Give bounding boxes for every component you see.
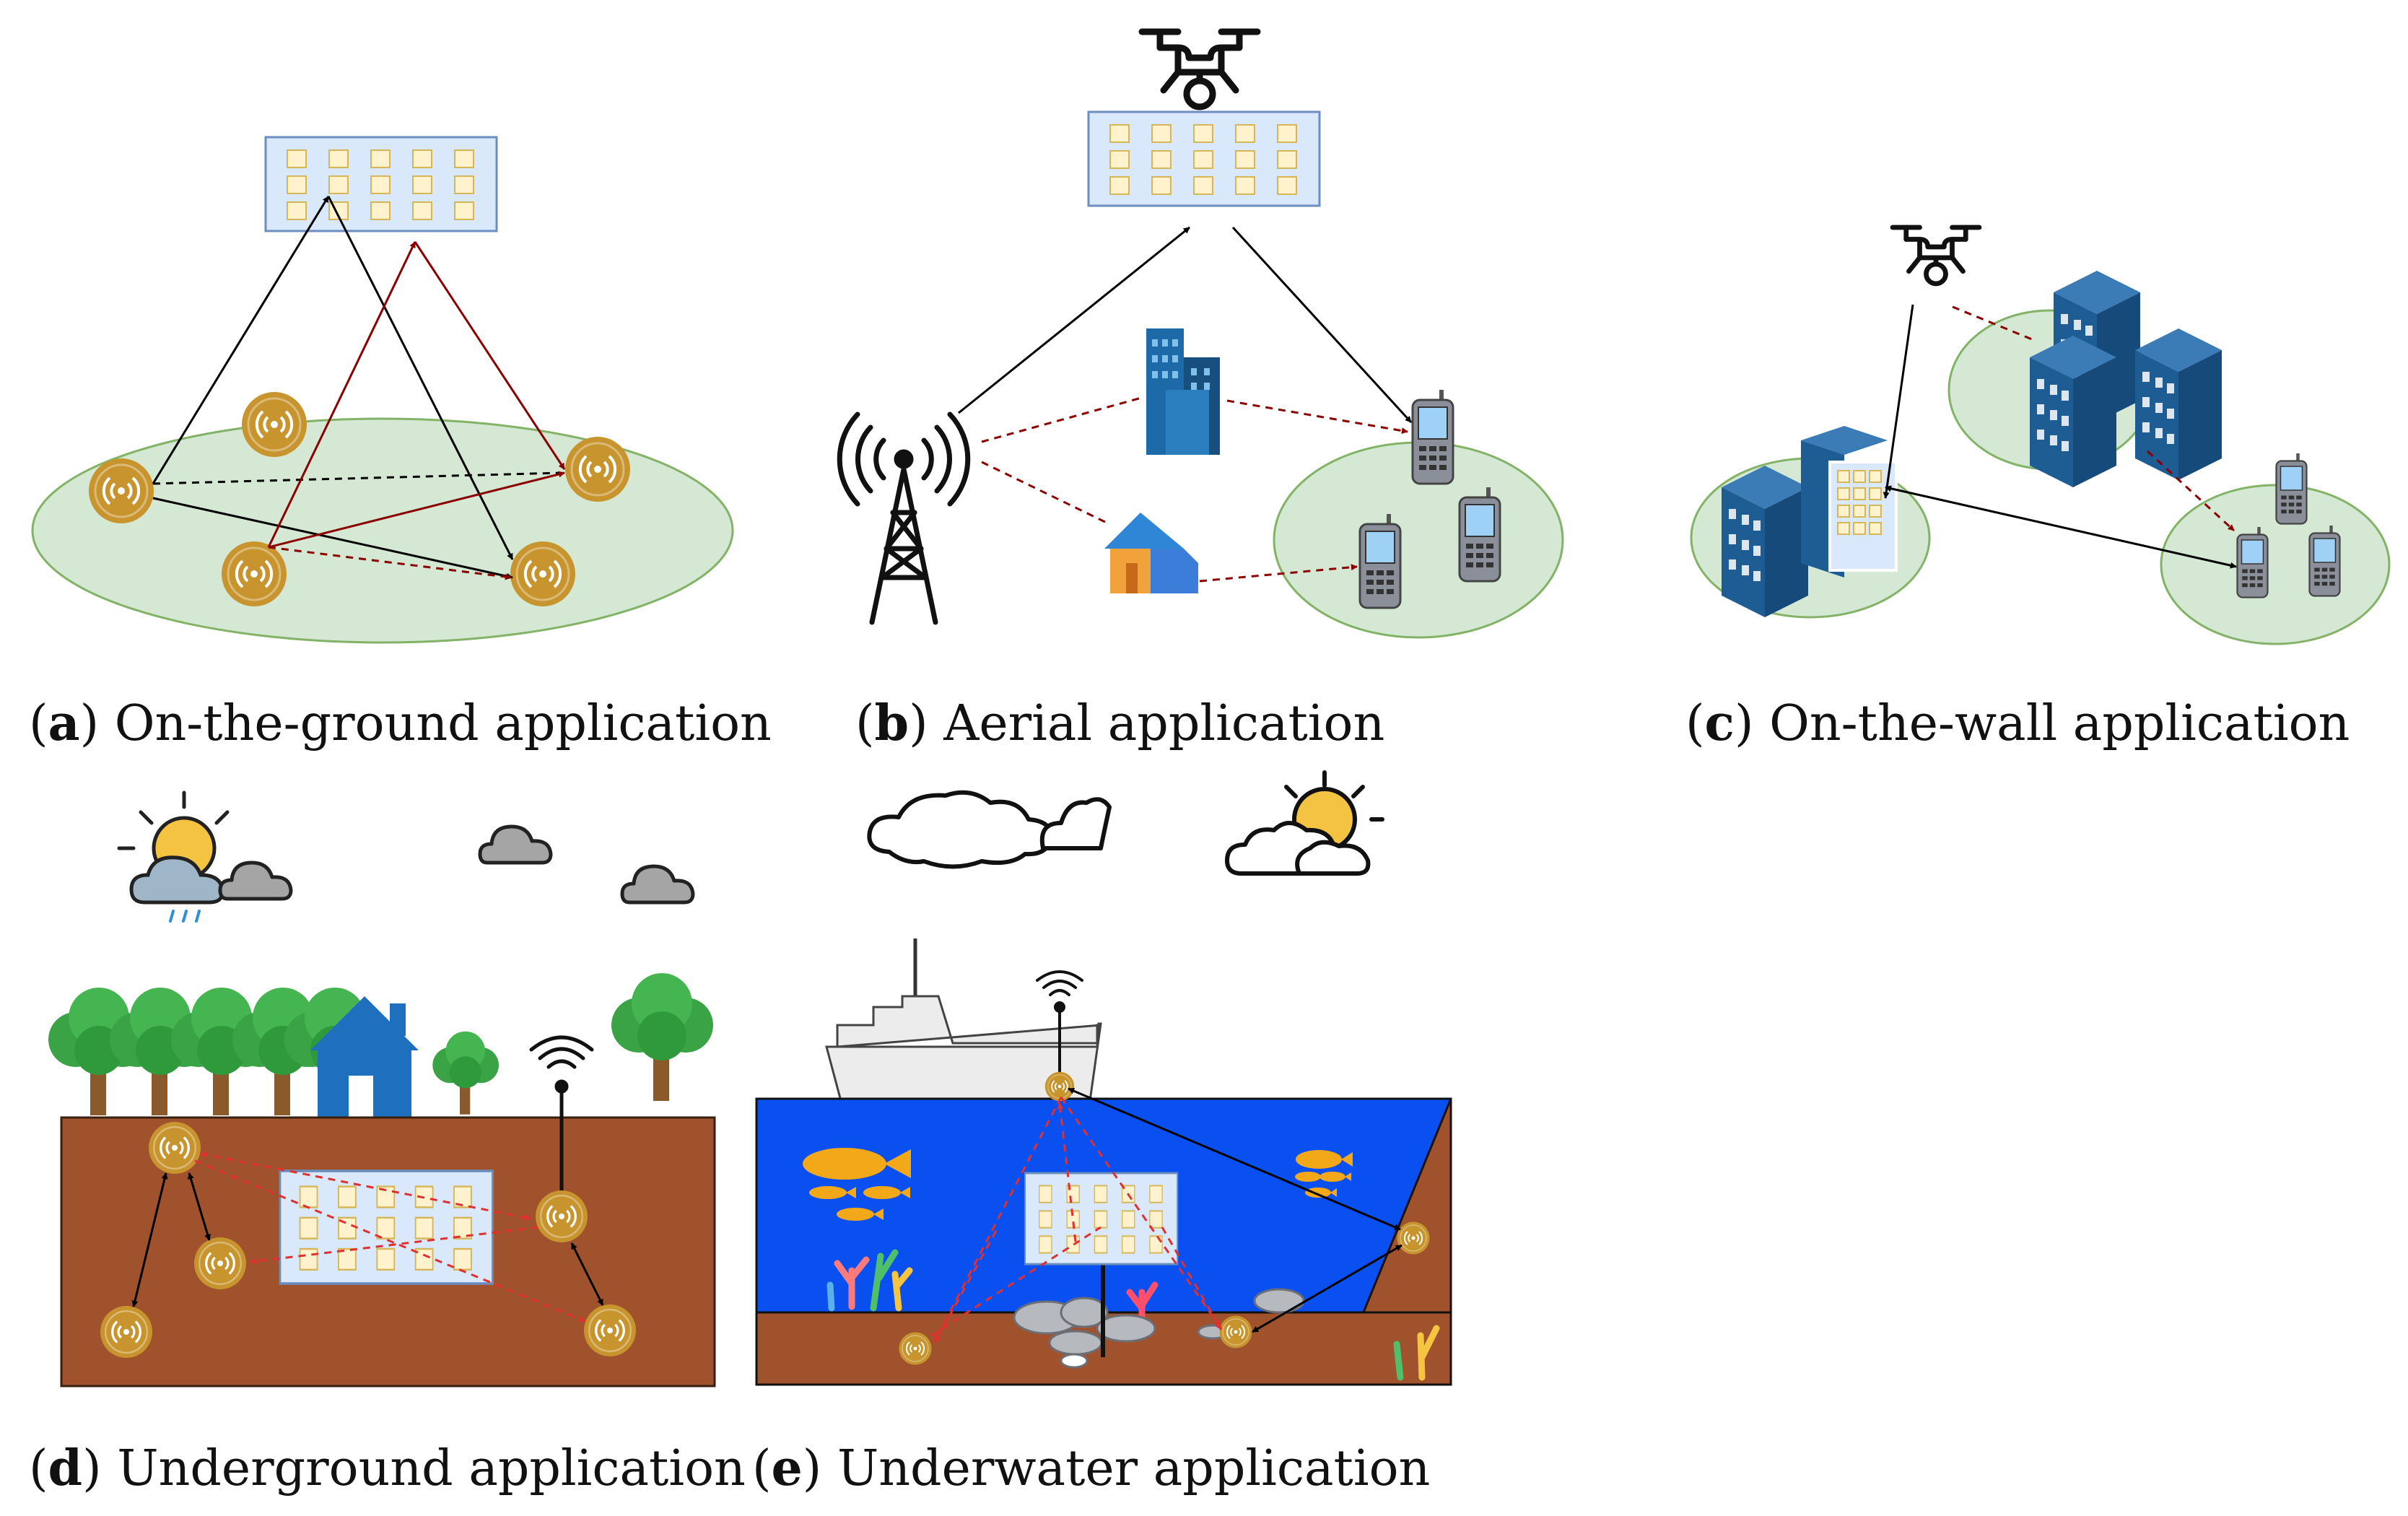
- sun-cloud-icon: [1225, 770, 1384, 876]
- ris-panel-icon: [1024, 1172, 1179, 1265]
- caption-b-text: Aerial application: [943, 695, 1385, 752]
- sensor-icon: [898, 1331, 933, 1366]
- sensor-icon: [1218, 1315, 1253, 1349]
- mobile-phone-icon: [2310, 526, 2340, 596]
- panel-e-underwater: [755, 770, 1452, 1386]
- tree-icon: [432, 1031, 499, 1115]
- caption-c-letter: c: [1704, 694, 1735, 752]
- building-icon: [1722, 466, 1808, 617]
- drone-icon: [1893, 227, 1979, 284]
- house-icon: [1104, 513, 1198, 593]
- cloud-icon: [622, 866, 693, 902]
- coverage-area: [2160, 484, 2391, 645]
- panel-c-on-the-wall: [1690, 227, 2391, 645]
- sensor-icon: [147, 1120, 202, 1175]
- cloud-icon: [1039, 797, 1112, 850]
- mobile-phone-icon: [2238, 527, 2268, 598]
- sensor-icon: [509, 540, 577, 608]
- panel-d-underground: [48, 790, 716, 1388]
- caption-a-letter: a: [48, 694, 80, 752]
- sensor-icon: [87, 457, 155, 525]
- mobile-phone-icon: [1360, 514, 1400, 608]
- sensor-icon: [240, 391, 308, 458]
- ris-panel-icon: [1087, 110, 1321, 207]
- sensor-icon: [583, 1303, 637, 1358]
- mobile-phone-icon: [1460, 487, 1500, 581]
- sensor-icon: [564, 435, 632, 503]
- sensor-icon: [1044, 1071, 1076, 1102]
- sensor-icon: [534, 1189, 589, 1244]
- caption-d: (d) Underground application: [29, 1439, 746, 1497]
- sensor-icon: [193, 1236, 248, 1291]
- caption-b: (b) Aerial application: [855, 694, 1385, 752]
- building-icon: [1146, 328, 1220, 455]
- coral-icon: [826, 1249, 1440, 1381]
- drone-icon: [1142, 32, 1257, 107]
- mobile-phone-icon: [1413, 390, 1453, 484]
- cell-tower-icon: [837, 411, 971, 625]
- ris-panel-icon: [264, 136, 498, 232]
- caption-a-text: On-the-ground application: [114, 695, 772, 752]
- ris-panel-icon: [279, 1169, 494, 1285]
- panel-b-aerial: [837, 32, 1564, 639]
- caption-c: (c) On-the-wall application: [1685, 694, 2350, 752]
- house-icon: [310, 996, 419, 1119]
- ris-building-icon: [1801, 426, 1898, 578]
- mobile-phone-icon: [2277, 453, 2307, 524]
- sensor-icon: [1396, 1221, 1431, 1255]
- panel-a-on-the-ground: [31, 136, 734, 644]
- sensor-icon: [220, 540, 288, 608]
- caption-d-text: Underground application: [117, 1440, 746, 1497]
- caption-b-letter: b: [874, 694, 909, 752]
- cloud-icon: [480, 827, 551, 863]
- caption-e-text: Underwater application: [837, 1440, 1431, 1497]
- caption-c-text: On-the-wall application: [1769, 695, 2350, 752]
- building-icon: [2135, 328, 2222, 480]
- cloud-icon: [220, 863, 291, 899]
- caption-e: (e) Underwater application: [752, 1439, 1431, 1497]
- tree-icon: [611, 973, 713, 1101]
- sun-cloud-icon: [117, 790, 230, 923]
- caption-d-letter: d: [48, 1439, 83, 1497]
- sensor-icon: [99, 1304, 154, 1359]
- caption-a: (a) On-the-ground application: [29, 694, 772, 752]
- cloud-icon: [867, 790, 1053, 869]
- caption-e-letter: e: [771, 1439, 803, 1497]
- building-icon: [2030, 336, 2116, 487]
- coverage-area: [31, 417, 734, 644]
- antenna-icon: [1036, 970, 1083, 1086]
